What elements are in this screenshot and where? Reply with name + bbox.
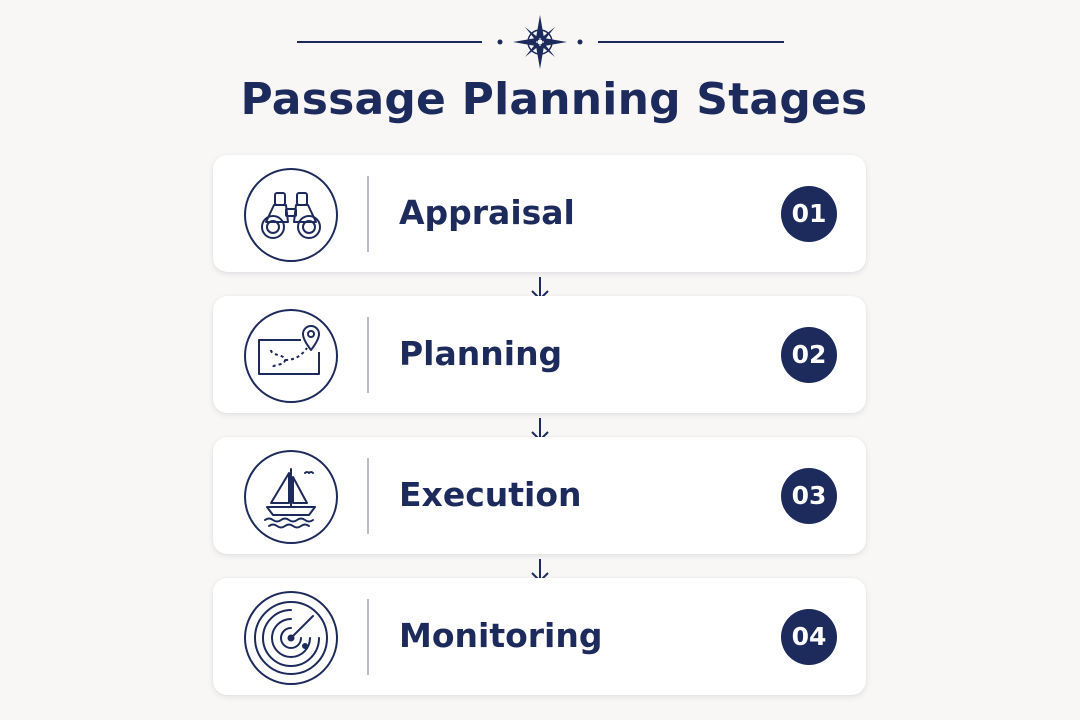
stage-divider: [367, 458, 369, 534]
stage-label: Planning: [399, 334, 563, 373]
stage-card-monitoring: Monitoring 04: [213, 578, 866, 695]
stage-label: Monitoring: [399, 616, 603, 655]
stage-number-badge: 01: [781, 186, 837, 242]
radar-icon: [244, 591, 338, 685]
stage-divider: [367, 176, 369, 252]
stage-divider: [367, 599, 369, 675]
route-map-icon: [244, 309, 338, 403]
stage-divider: [367, 317, 369, 393]
ornament-dot-left: [497, 39, 503, 45]
header-ornament: [297, 15, 784, 69]
page-title: Passage Planning Stages: [240, 74, 868, 125]
stage-number-badge: 03: [781, 468, 837, 524]
stage-number-badge: 02: [781, 327, 837, 383]
stage-number-badge: 04: [781, 609, 837, 665]
binoculars-icon: [244, 168, 338, 262]
stage-card-planning: Planning 02: [213, 296, 866, 413]
stage-label: Appraisal: [399, 193, 575, 232]
compass-rose-icon: [513, 15, 567, 69]
sailboat-icon: [244, 450, 338, 544]
ornament-dot-right: [577, 39, 583, 45]
stage-card-execution: Execution 03: [213, 437, 866, 554]
stage-card-appraisal: Appraisal 01: [213, 155, 866, 272]
stage-label: Execution: [399, 475, 582, 514]
